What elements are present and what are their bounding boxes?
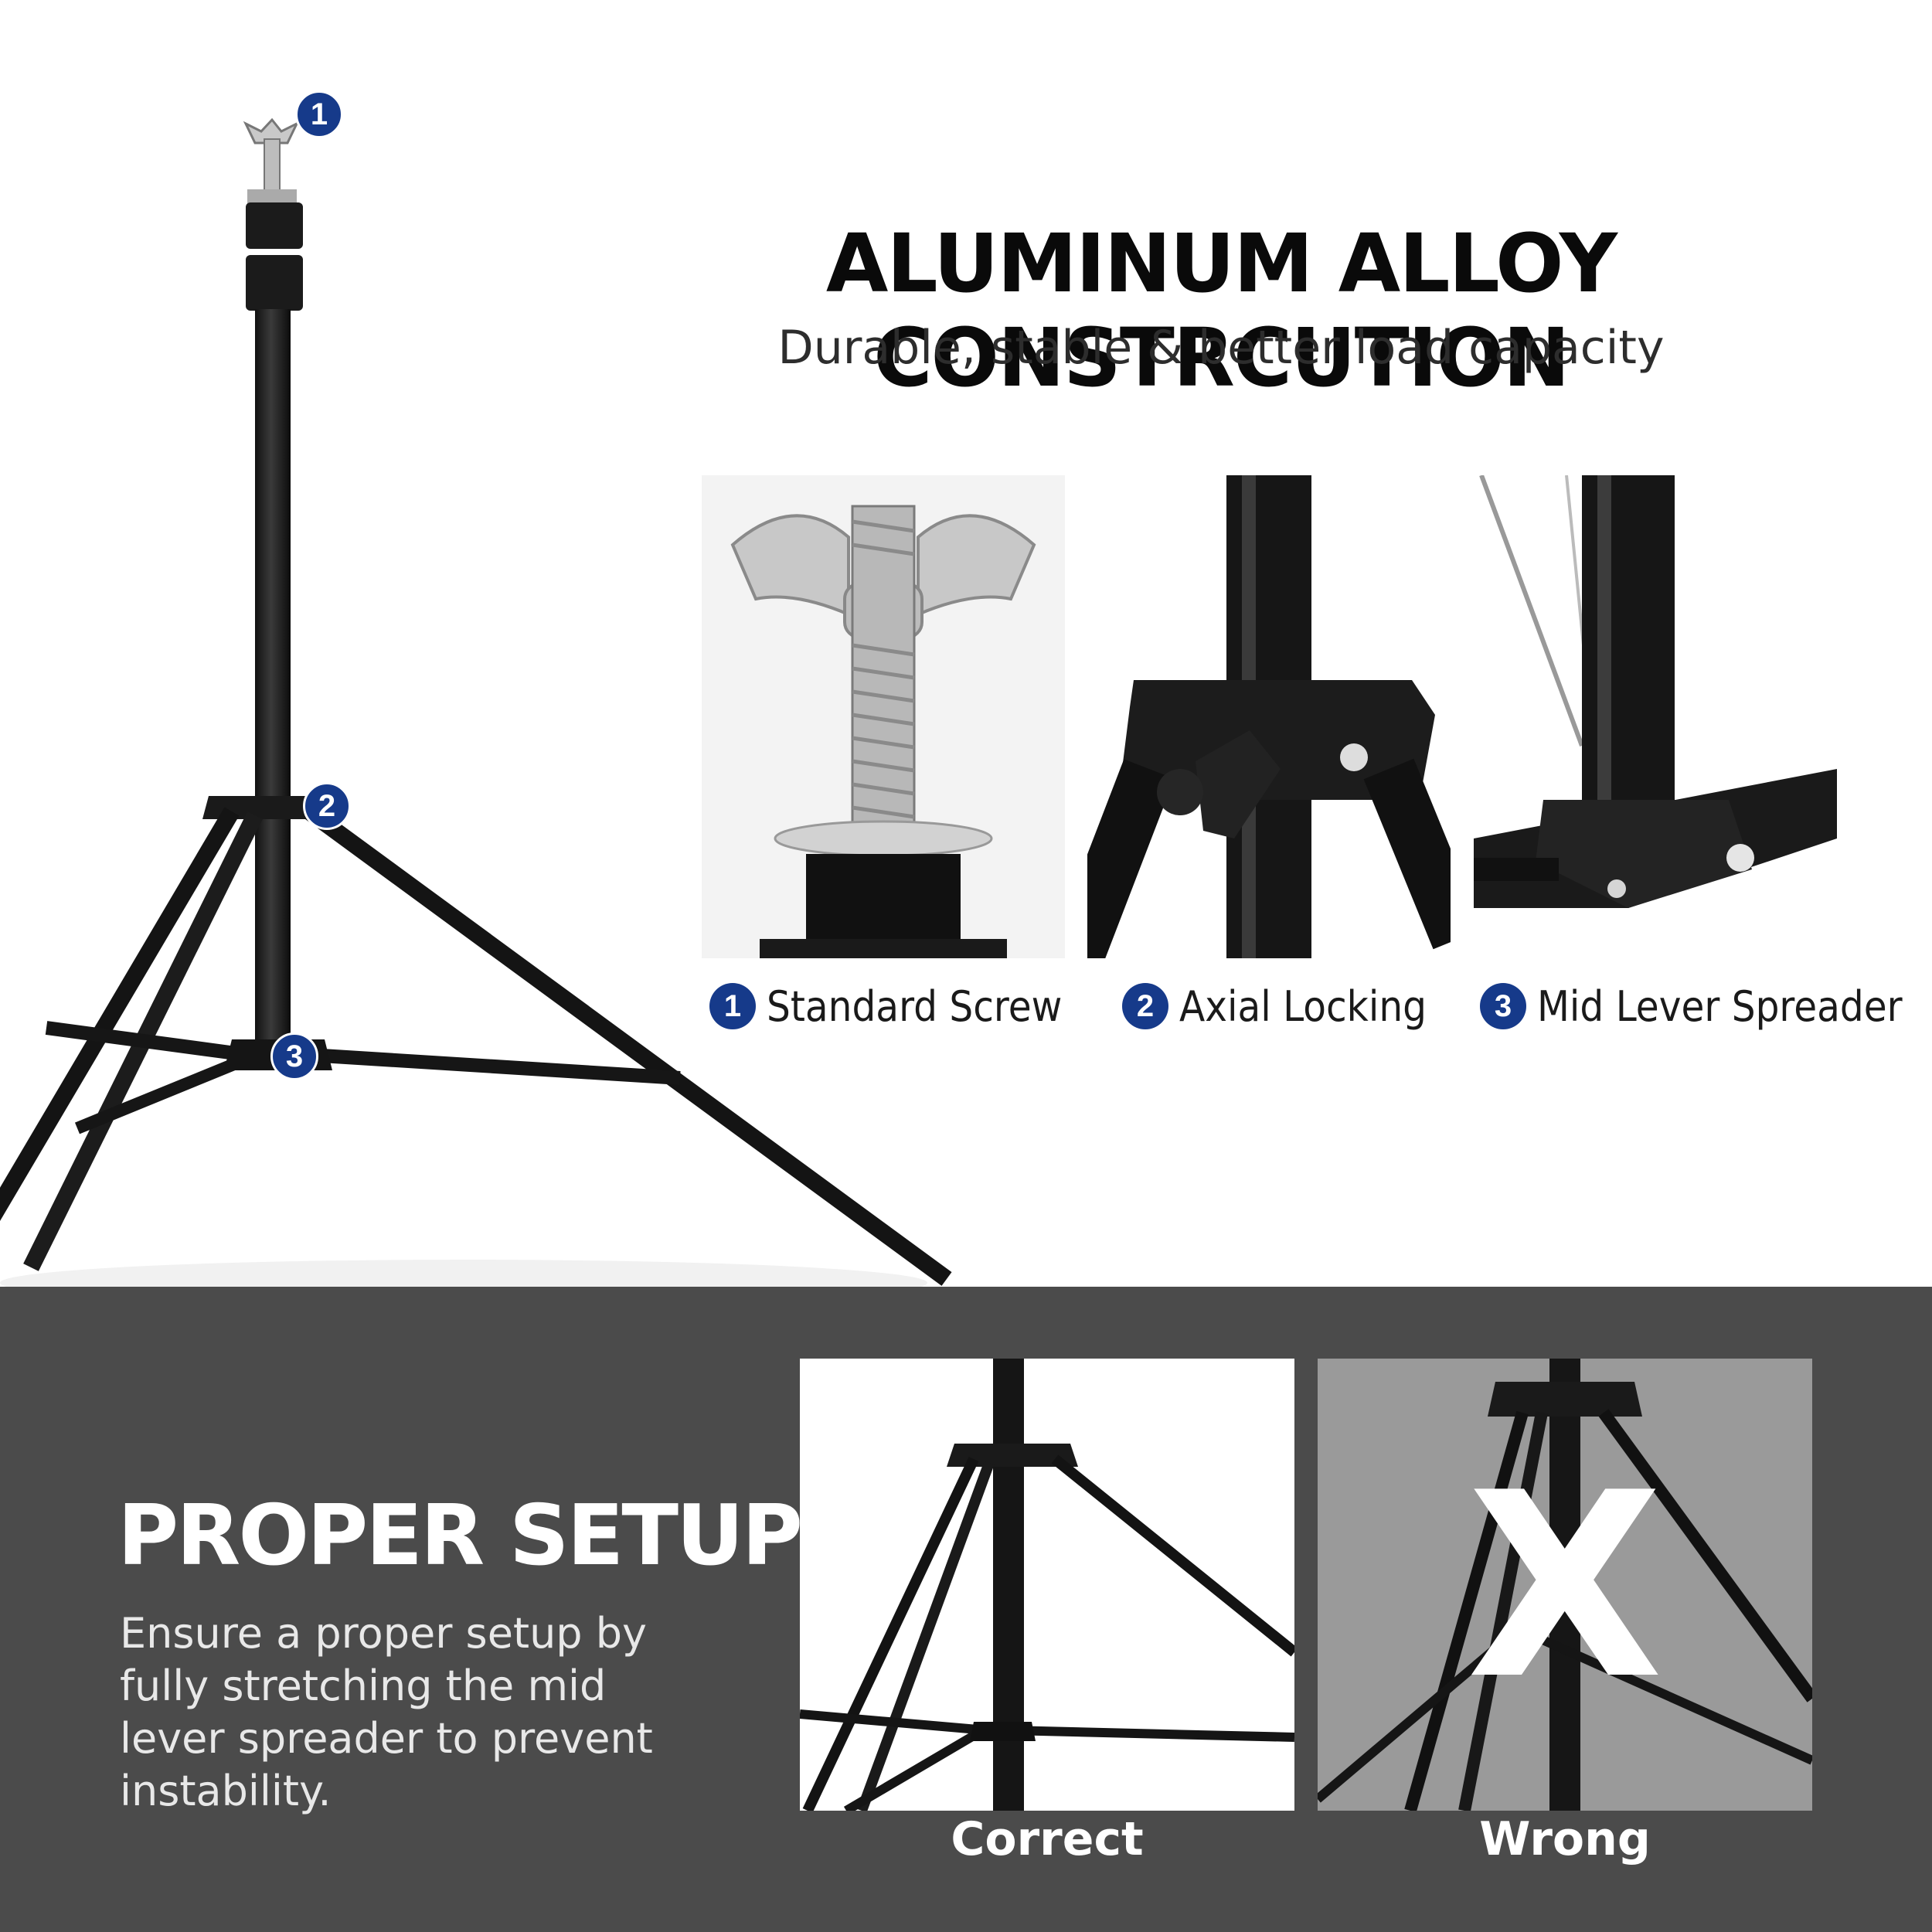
product-feature-section: 1 2 3 ALUMINUM ALLOY CONSTRCUTION Durabl… — [0, 90, 1903, 1287]
wrong-setup-photo: X — [1318, 1359, 1812, 1811]
caption-label: Standard Screw — [767, 981, 1063, 1031]
caption-standard-screw: 1 Standard Screw — [709, 975, 1062, 1037]
spreader-image — [1474, 475, 1837, 908]
caption-mid-lever-spreader: 3 Mid Lever Spreader — [1480, 975, 1903, 1037]
caption-axial-locking: 2 Axial Locking — [1122, 975, 1427, 1037]
callout-badge-3: 3 — [270, 1032, 318, 1080]
setup-title: PROPER SETUP — [117, 1488, 803, 1584]
correct-setup-photo — [800, 1359, 1294, 1811]
light-stand-illustration — [0, 117, 952, 1287]
correct-stand-image — [800, 1359, 1294, 1811]
axial-lock-image — [1087, 475, 1451, 958]
caption-label: Mid Lever Spreader — [1537, 981, 1903, 1031]
number-badge: 1 — [709, 983, 756, 1029]
caption-label: Axial Locking — [1179, 981, 1427, 1031]
callout-badge-1: 1 — [295, 90, 343, 138]
number-badge: 2 — [1122, 983, 1168, 1029]
setup-description: Ensure a proper setup by fully stretchin… — [120, 1609, 653, 1815]
correct-label: Correct — [951, 1812, 1144, 1866]
wrong-x-mark: X — [1466, 1438, 1664, 1735]
page-title: ALUMINUM ALLOY CONSTRCUTION — [825, 216, 1617, 405]
detail-panel-screw — [702, 475, 1065, 958]
page-subtitle: Durable, stable & better load capacity — [777, 321, 1665, 375]
wrong-stand-image — [1318, 1359, 1812, 1811]
detail-panel-axial-locking — [1087, 475, 1451, 958]
callout-badge-2: 2 — [303, 782, 351, 830]
number-badge: 3 — [1480, 983, 1526, 1029]
detail-panel-spreader — [1474, 475, 1837, 958]
wrong-label: Wrong — [1479, 1812, 1651, 1866]
wing-screw-image — [730, 505, 1036, 958]
